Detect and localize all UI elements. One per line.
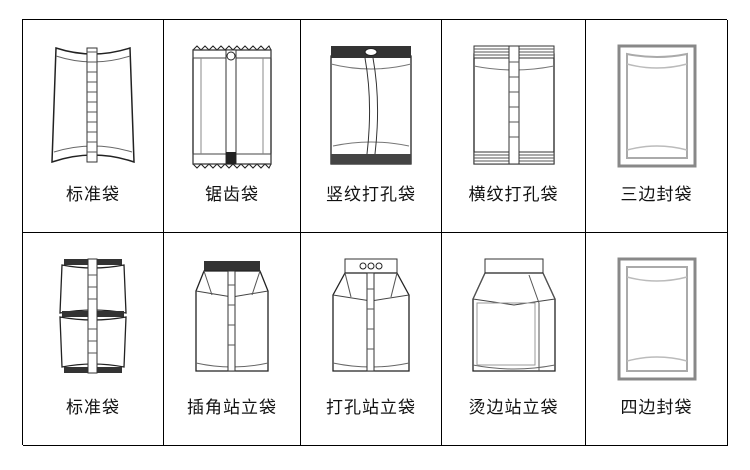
serrated-seal-bag-icon bbox=[192, 45, 272, 169]
bag-label: 竖纹打孔袋 bbox=[326, 185, 416, 205]
bag-cell-serrated: 锯齿袋 bbox=[164, 20, 301, 233]
bag-label: 烫边站立袋 bbox=[468, 398, 559, 418]
bag-cell-heat-seal-stand-up: 烫边站立袋 bbox=[442, 233, 586, 446]
gusset-stand-up-bag-icon bbox=[195, 261, 269, 372]
bag-label: 横纹打孔袋 bbox=[468, 185, 559, 205]
bag-label: 锯齿袋 bbox=[205, 185, 259, 205]
three-side-seal-bag-icon bbox=[617, 44, 696, 168]
horizontal-stripe-bag-icon bbox=[472, 45, 555, 165]
bag-cell-vertical-stripe: 竖纹打孔袋 bbox=[301, 20, 442, 233]
bag-label: 标准袋 bbox=[66, 185, 120, 205]
bag-cell-standard-linked: 标准袋 bbox=[23, 233, 164, 446]
heat-seal-stand-up-bag-icon bbox=[471, 258, 556, 372]
bag-label: 插角站立袋 bbox=[187, 398, 277, 418]
bag-cell-four-side-seal: 四边封袋 bbox=[586, 233, 728, 446]
bag-label: 打孔站立袋 bbox=[326, 398, 416, 418]
bag-cell-gusset-stand-up: 插角站立袋 bbox=[164, 233, 301, 446]
linked-pillow-bags-icon bbox=[59, 258, 127, 374]
bag-cell-three-side-seal: 三边封袋 bbox=[586, 20, 728, 233]
bag-type-grid: 标准袋 锯齿袋 竖纹打孔袋 bbox=[22, 19, 728, 446]
vertical-stripe-hang-hole-bag-icon bbox=[330, 46, 412, 165]
bag-cell-horizontal-stripe: 横纹打孔袋 bbox=[442, 20, 586, 233]
bag-label: 标准袋 bbox=[66, 398, 120, 418]
pillow-bag-back-seal-icon bbox=[51, 46, 135, 164]
bag-label: 三边封袋 bbox=[620, 185, 693, 205]
bag-cell-standard: 标准袋 bbox=[23, 20, 164, 233]
bag-cell-hang-hole-stand-up: 打孔站立袋 bbox=[301, 233, 442, 446]
four-side-seal-bag-icon bbox=[617, 257, 696, 381]
hang-hole-stand-up-bag-icon bbox=[332, 258, 410, 372]
bag-label: 四边封袋 bbox=[620, 398, 693, 418]
